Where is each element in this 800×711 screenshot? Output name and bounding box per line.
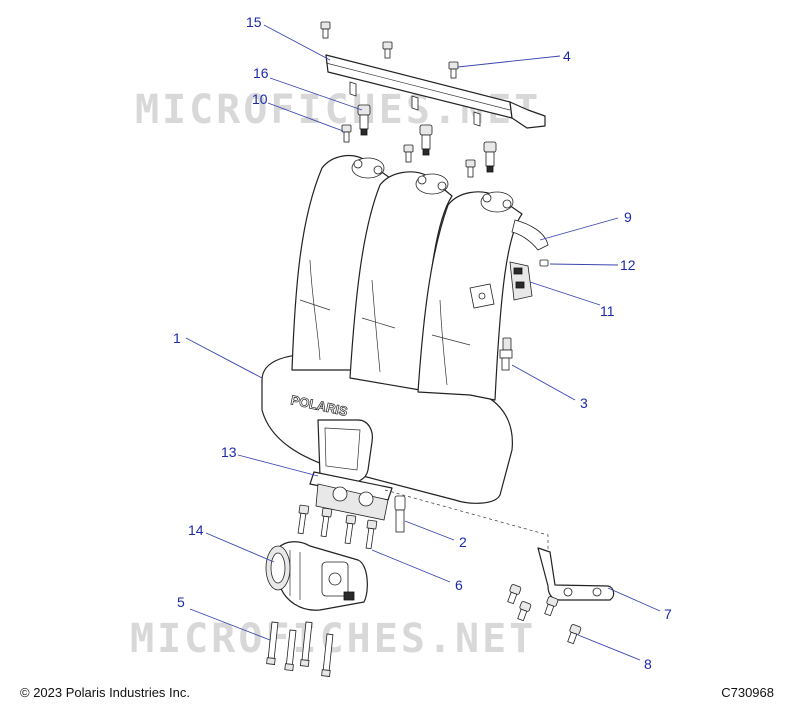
- callout-15: 15: [246, 14, 262, 30]
- long-bolts: [266, 621, 334, 677]
- intake-manifold: POLARIS: [261, 154, 549, 504]
- watermark-bottom: MICROFICHES.NET: [130, 616, 536, 662]
- assembly-line-bracket: [384, 489, 549, 552]
- throttle-body: [265, 541, 368, 611]
- temperature-sensor: [499, 337, 513, 371]
- callout-13: 13: [221, 444, 237, 460]
- callout-8: 8: [644, 656, 652, 672]
- vacuum-fitting: [394, 495, 406, 533]
- callout-labels: 1 2 3 4 5 6 7 8 9 10 11 12 13 14 15 16: [173, 14, 672, 672]
- throttle-gasket: [309, 471, 393, 521]
- drawing-number: C730968: [721, 685, 774, 700]
- fuel-rail: [325, 54, 546, 129]
- callout-14: 14: [188, 522, 204, 538]
- copyright-notice: © 2023 Polaris Industries Inc.: [20, 685, 190, 700]
- callout-9: 9: [624, 209, 632, 225]
- throttle-body-bolts: [297, 504, 378, 550]
- rail-screws: [320, 21, 459, 79]
- callout-12: 12: [620, 257, 636, 273]
- fuel-injectors: [341, 104, 497, 178]
- leader-lines: [185, 24, 661, 661]
- callout-1: 1: [173, 330, 181, 346]
- callout-6: 6: [455, 577, 463, 593]
- callout-4: 4: [563, 48, 571, 64]
- callout-7: 7: [664, 606, 672, 622]
- callout-16: 16: [253, 65, 269, 81]
- callout-3: 3: [580, 395, 588, 411]
- callout-10: 10: [252, 91, 268, 107]
- callout-5: 5: [177, 594, 185, 610]
- callout-11: 11: [600, 303, 615, 319]
- callout-2: 2: [459, 534, 467, 550]
- bracket: [537, 547, 615, 601]
- bracket-bolts: [507, 584, 582, 645]
- map-sensor: [509, 259, 549, 301]
